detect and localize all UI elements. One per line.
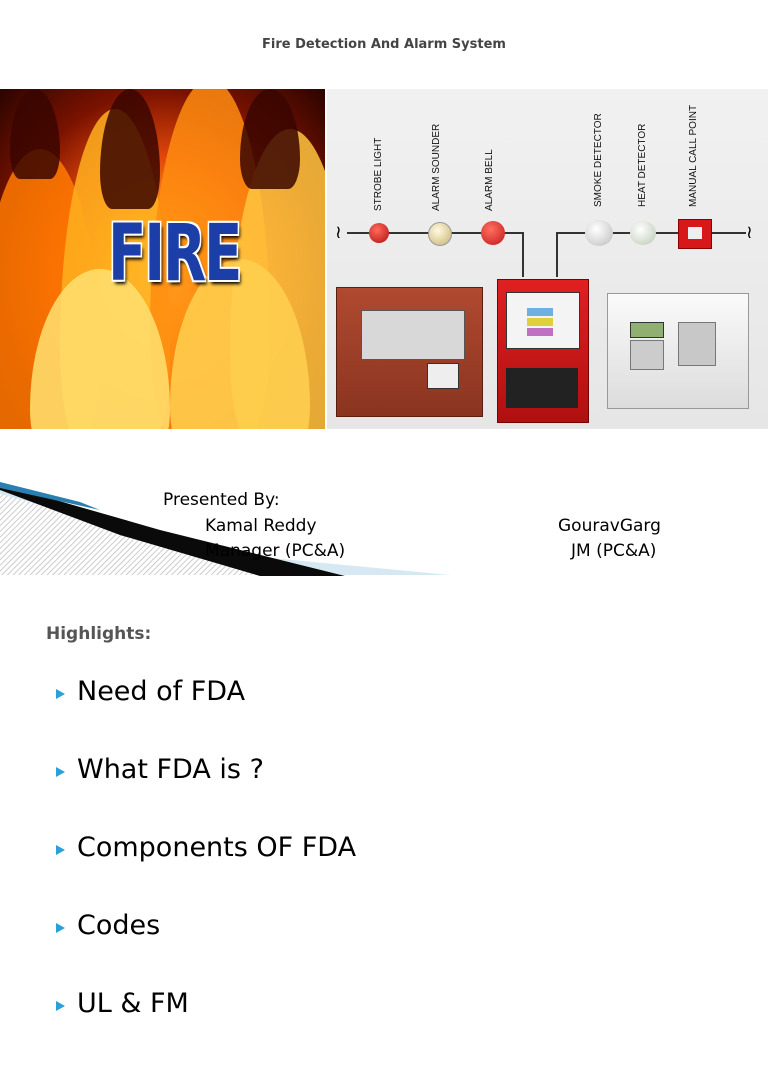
alarm-bell-icon [481, 221, 505, 245]
heat-detector-icon [630, 221, 656, 245]
smoke-detector-icon [585, 220, 613, 246]
device-label-strobe-light: STROBE LIGHT [373, 137, 384, 211]
decorative-swoosh [0, 482, 450, 576]
strobe-light-icon [369, 223, 389, 243]
presenter-role-1: Manager (PC&A) [205, 541, 346, 561]
presented-by-heading: Presented By: [163, 490, 280, 510]
alarm-system-image: STROBE LIGHT ALARM SOUNDER ALARM BELL SM… [327, 89, 768, 429]
bullet-arrow-icon [56, 845, 65, 855]
presenter-name-1: Kamal Reddy [205, 516, 317, 536]
device-label-heat-detector: HEAT DETECTOR [637, 123, 648, 207]
presenter-role-2: JM (PC&A) [571, 541, 657, 561]
fire-word: FIRE [108, 209, 242, 299]
fire-image: FIRE [0, 89, 325, 429]
bullet-arrow-icon [56, 1001, 65, 1011]
device-label-alarm-bell: ALARM BELL [484, 149, 495, 211]
control-panel-brown [336, 287, 483, 417]
presenter-section: Presented By: Kamal Reddy Manager (PC&A)… [0, 480, 768, 580]
control-panel-red [497, 279, 589, 423]
device-label-smoke-detector: SMOKE DETECTOR [593, 113, 604, 207]
presenter-name-2: GouravGarg [558, 516, 661, 536]
device-label-alarm-sounder: ALARM SOUNDER [431, 123, 442, 211]
bullet-arrow-icon [56, 767, 65, 777]
bullet-arrow-icon [56, 923, 65, 933]
control-panel-grey [607, 293, 749, 409]
alarm-sounder-icon [428, 222, 452, 246]
bullet-arrow-icon [56, 689, 65, 699]
document-title: Fire Detection And Alarm System [262, 37, 506, 52]
manual-call-point-icon [678, 219, 712, 249]
highlights-heading: Highlights: [46, 624, 152, 644]
device-label-manual-call-point: MANUAL CALL POINT [688, 104, 699, 207]
end-of-line-right-icon: ≀ [746, 222, 753, 243]
end-of-line-left-icon: ≀ [335, 222, 342, 243]
